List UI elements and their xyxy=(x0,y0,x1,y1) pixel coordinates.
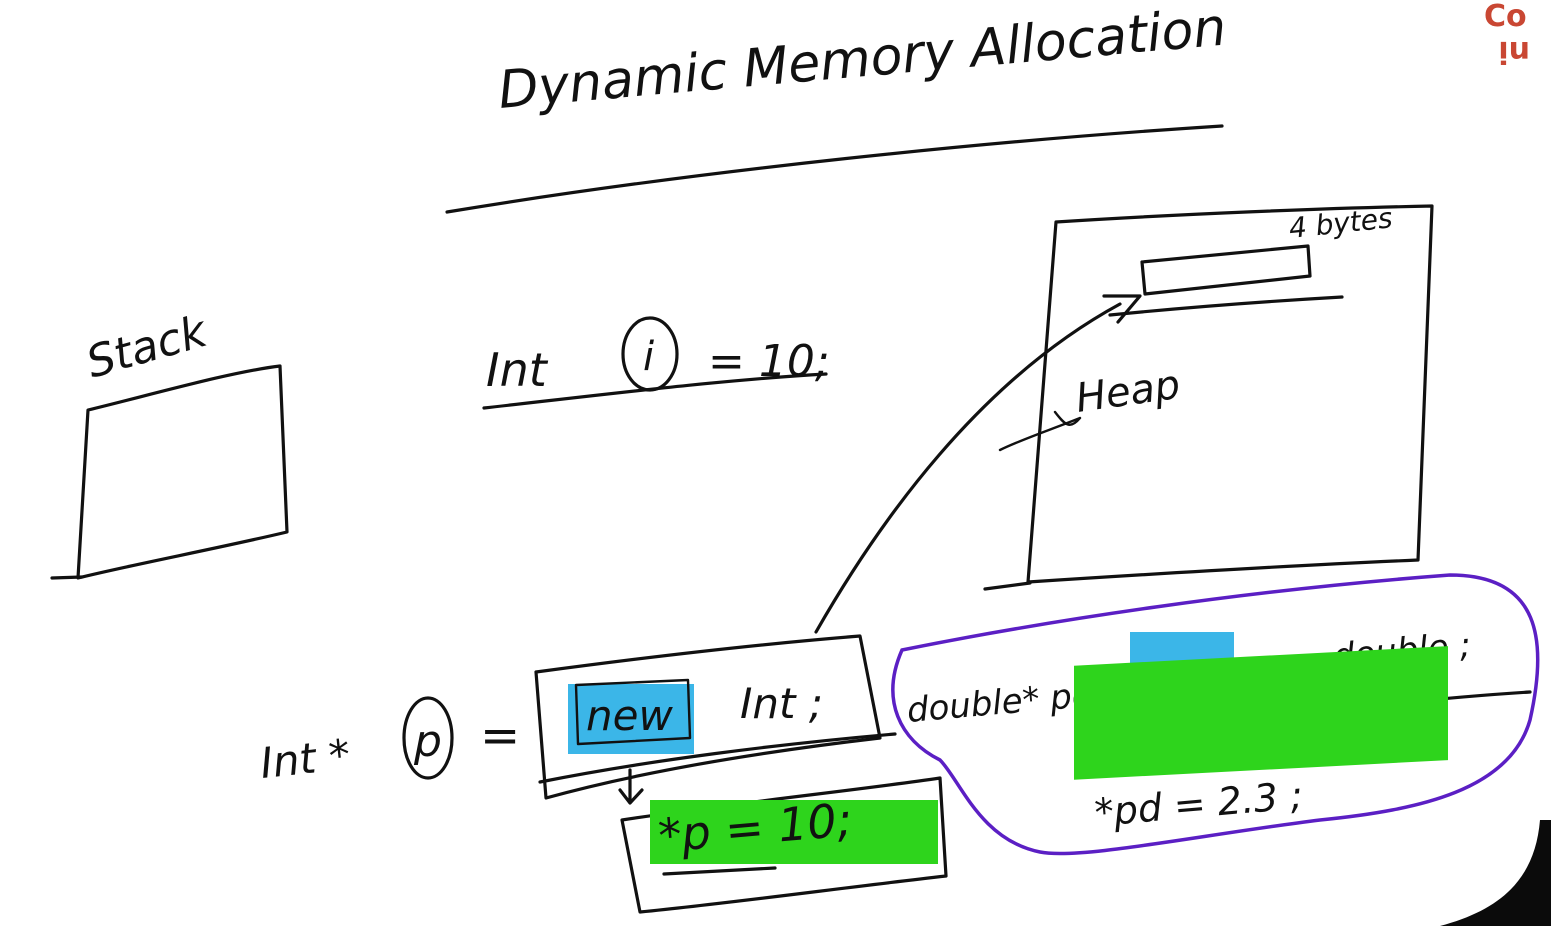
down-arrow xyxy=(618,768,644,805)
diagram-title: Dynamic Memory Allocation xyxy=(496,0,1229,121)
new-keyword-box xyxy=(574,678,692,746)
var-p-circle xyxy=(402,696,454,780)
int-keyword: Int xyxy=(486,343,549,397)
heap-label: Heap xyxy=(1073,362,1183,422)
corner-shadow xyxy=(1440,820,1551,926)
heap-4bytes-block xyxy=(1140,244,1312,296)
var-i: i xyxy=(643,334,654,380)
new-type: Int ; xyxy=(740,679,823,728)
heap-box xyxy=(1026,204,1434,584)
title-underline xyxy=(445,124,1224,214)
deref-highlight xyxy=(650,800,938,864)
ptr-decl-eq: = xyxy=(480,708,520,764)
brand-logo: Co ni xyxy=(1484,0,1530,69)
heap-pointer-arrow xyxy=(998,410,1082,452)
logo-text-top: Co xyxy=(1484,0,1527,34)
var-p: p xyxy=(413,716,442,767)
logo-text-bottom: ni xyxy=(1498,34,1530,69)
stack-box xyxy=(76,364,289,580)
new-keyword: new xyxy=(586,691,673,740)
allocation-arrow xyxy=(814,302,1122,634)
allocation-arrowhead xyxy=(1102,294,1142,324)
stack-base-line xyxy=(50,575,84,580)
ptr-decl-prefix: Int * xyxy=(258,730,352,788)
heap-base-line xyxy=(983,581,1032,591)
stack-label: Stack xyxy=(81,306,214,389)
double-example-outline xyxy=(891,573,1540,856)
ptr-decl-underline xyxy=(538,732,897,784)
deref-underline xyxy=(662,866,777,876)
int-decl-underline xyxy=(482,372,828,410)
bytes-label: 4 bytes xyxy=(1287,201,1394,245)
double-assign-highlight xyxy=(1074,646,1448,780)
heap-block-underline xyxy=(1108,295,1344,317)
